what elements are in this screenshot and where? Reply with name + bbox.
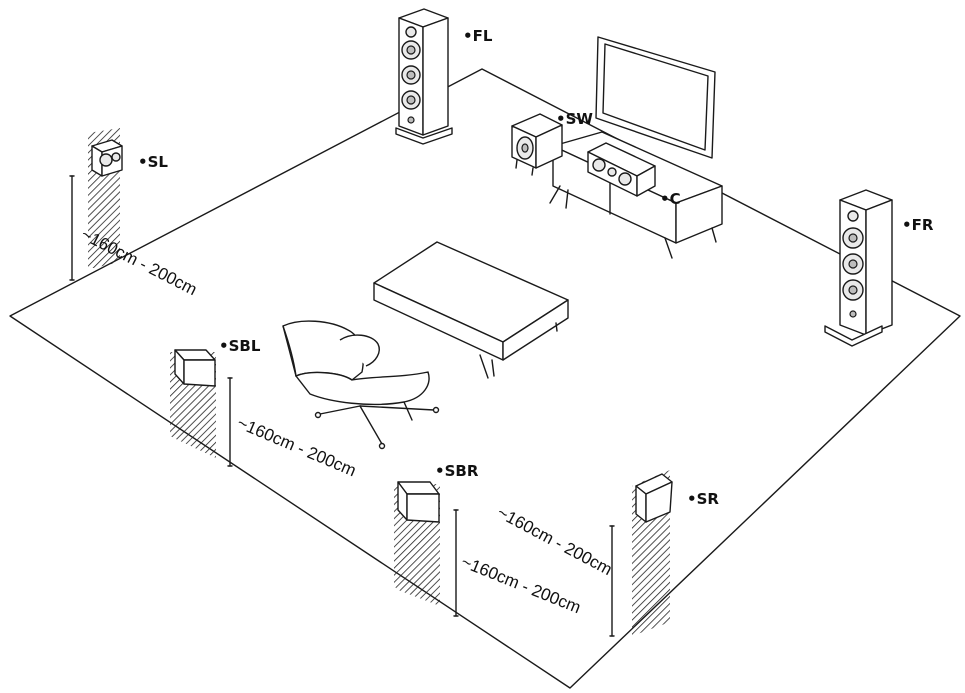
surround-back-right-speaker-icon: [394, 481, 440, 606]
label-sw: •SW: [556, 110, 593, 128]
coffee-table-icon: [373, 241, 569, 379]
height-label-sbl: ~160cm - 200cm: [234, 413, 358, 480]
label-sl: •SL: [138, 153, 168, 171]
height-label-sbr: ~160cm - 200cm: [459, 552, 584, 617]
label-fr: •FR: [902, 216, 934, 234]
label-sbl: •SBL: [219, 337, 261, 355]
label-sr: •SR: [687, 490, 719, 508]
tv-icon: [595, 36, 716, 159]
room-floor: [9, 68, 961, 689]
height-marker-sr: [609, 525, 615, 637]
surround-left-speaker-icon: [88, 128, 123, 268]
center-speaker-icon: [587, 142, 656, 197]
height-marker-sbl: [227, 377, 233, 467]
label-sbr: •SBR: [435, 462, 479, 480]
subwoofer-icon: [511, 113, 563, 176]
surround-right-speaker-icon: [632, 470, 673, 636]
front-left-speaker-icon: [395, 8, 453, 145]
height-marker-sbr: [453, 509, 459, 617]
lounge-chair-icon: [282, 320, 440, 450]
height-label-sr: ~160cm - 200cm: [494, 503, 615, 579]
surround-back-left-speaker-icon: [170, 349, 216, 458]
label-fl: •FL: [463, 27, 493, 45]
label-c: •C: [660, 190, 681, 208]
height-marker-sl: [69, 175, 75, 281]
front-right-speaker-icon: [824, 189, 893, 347]
